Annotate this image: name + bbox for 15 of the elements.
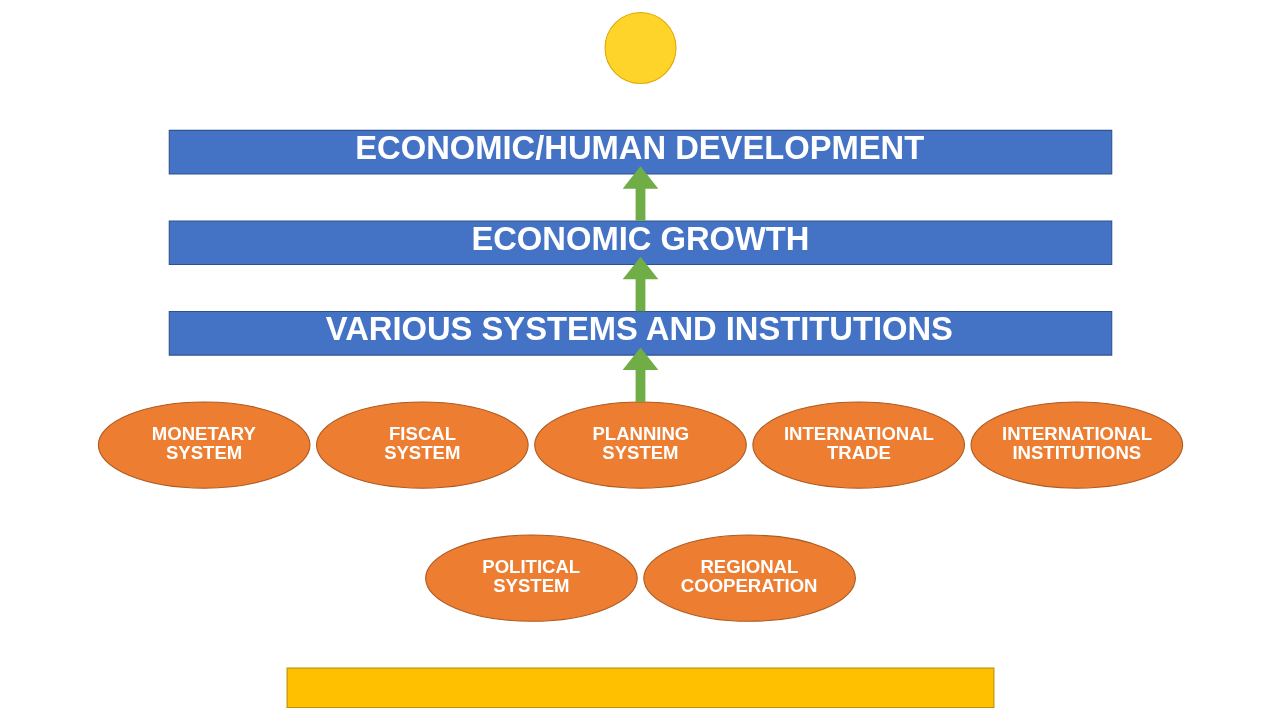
arrow [622, 347, 658, 402]
node-ellipse: INTERNATIONAL TRADE [751, 401, 965, 489]
node-ellipse: MONETARY SYSTEM [97, 401, 311, 489]
arrow [622, 256, 658, 312]
node-ellipse: POLITICAL SYSTEM [424, 534, 638, 622]
node-box: VARIOUS SYSTEMS AND INSTITUTIONS [168, 310, 1112, 356]
node-circle [604, 12, 676, 85]
node-ellipse: REGIONAL COOPERATION [642, 534, 856, 622]
node-box: ECONOMIC/HUMAN DEVELOPMENT [168, 129, 1112, 175]
node-box: ECONOMIC GROWTH [168, 220, 1112, 266]
arrow [622, 166, 658, 221]
node-ellipse: PLANNING SYSTEM [533, 401, 747, 489]
node-ellipse: INTERNATIONAL INSTITUTIONS [969, 401, 1183, 489]
node-bar [286, 667, 994, 708]
node-ellipse: FISCAL SYSTEM [315, 401, 529, 489]
